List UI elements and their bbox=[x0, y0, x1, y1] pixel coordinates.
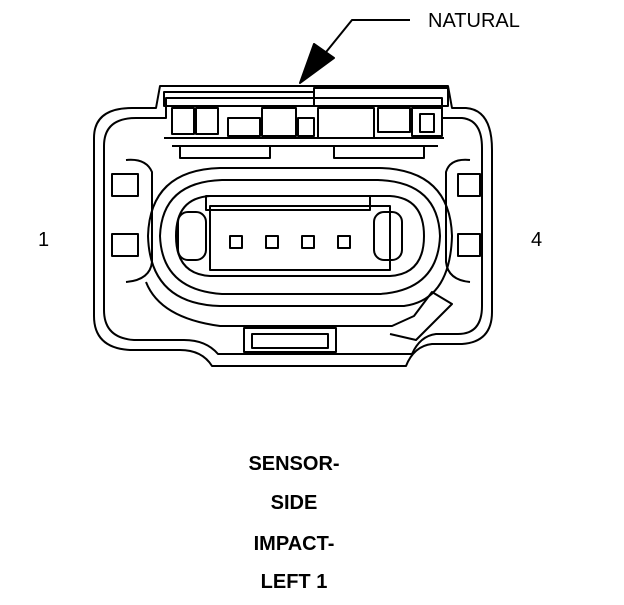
title-line-1: SENSOR- bbox=[248, 453, 340, 475]
connector-housing-outer bbox=[93, 85, 493, 367]
terminal-cavity-4 bbox=[337, 235, 351, 249]
terminal-cavities bbox=[229, 235, 351, 249]
callout-leader bbox=[299, 19, 410, 84]
side-guides bbox=[111, 158, 481, 283]
title-line-3: IMPACT- bbox=[253, 533, 335, 555]
callout-label: NATURAL bbox=[428, 10, 520, 32]
terminal-cavity-2 bbox=[265, 235, 279, 249]
callout-arrowhead bbox=[299, 43, 335, 84]
pin-1-label: 1 bbox=[38, 229, 50, 251]
mating-cavity bbox=[147, 167, 453, 307]
terminal-cavity-3 bbox=[301, 235, 315, 249]
title-line-2: SIDE bbox=[270, 492, 318, 514]
terminal-cavity-1 bbox=[229, 235, 243, 249]
pin-4-label: 4 bbox=[531, 229, 543, 251]
lower-key bbox=[145, 281, 453, 353]
top-latch-assembly bbox=[163, 87, 449, 159]
connector-housing-inner bbox=[103, 97, 483, 355]
title-line-4: LEFT 1 bbox=[260, 571, 328, 593]
